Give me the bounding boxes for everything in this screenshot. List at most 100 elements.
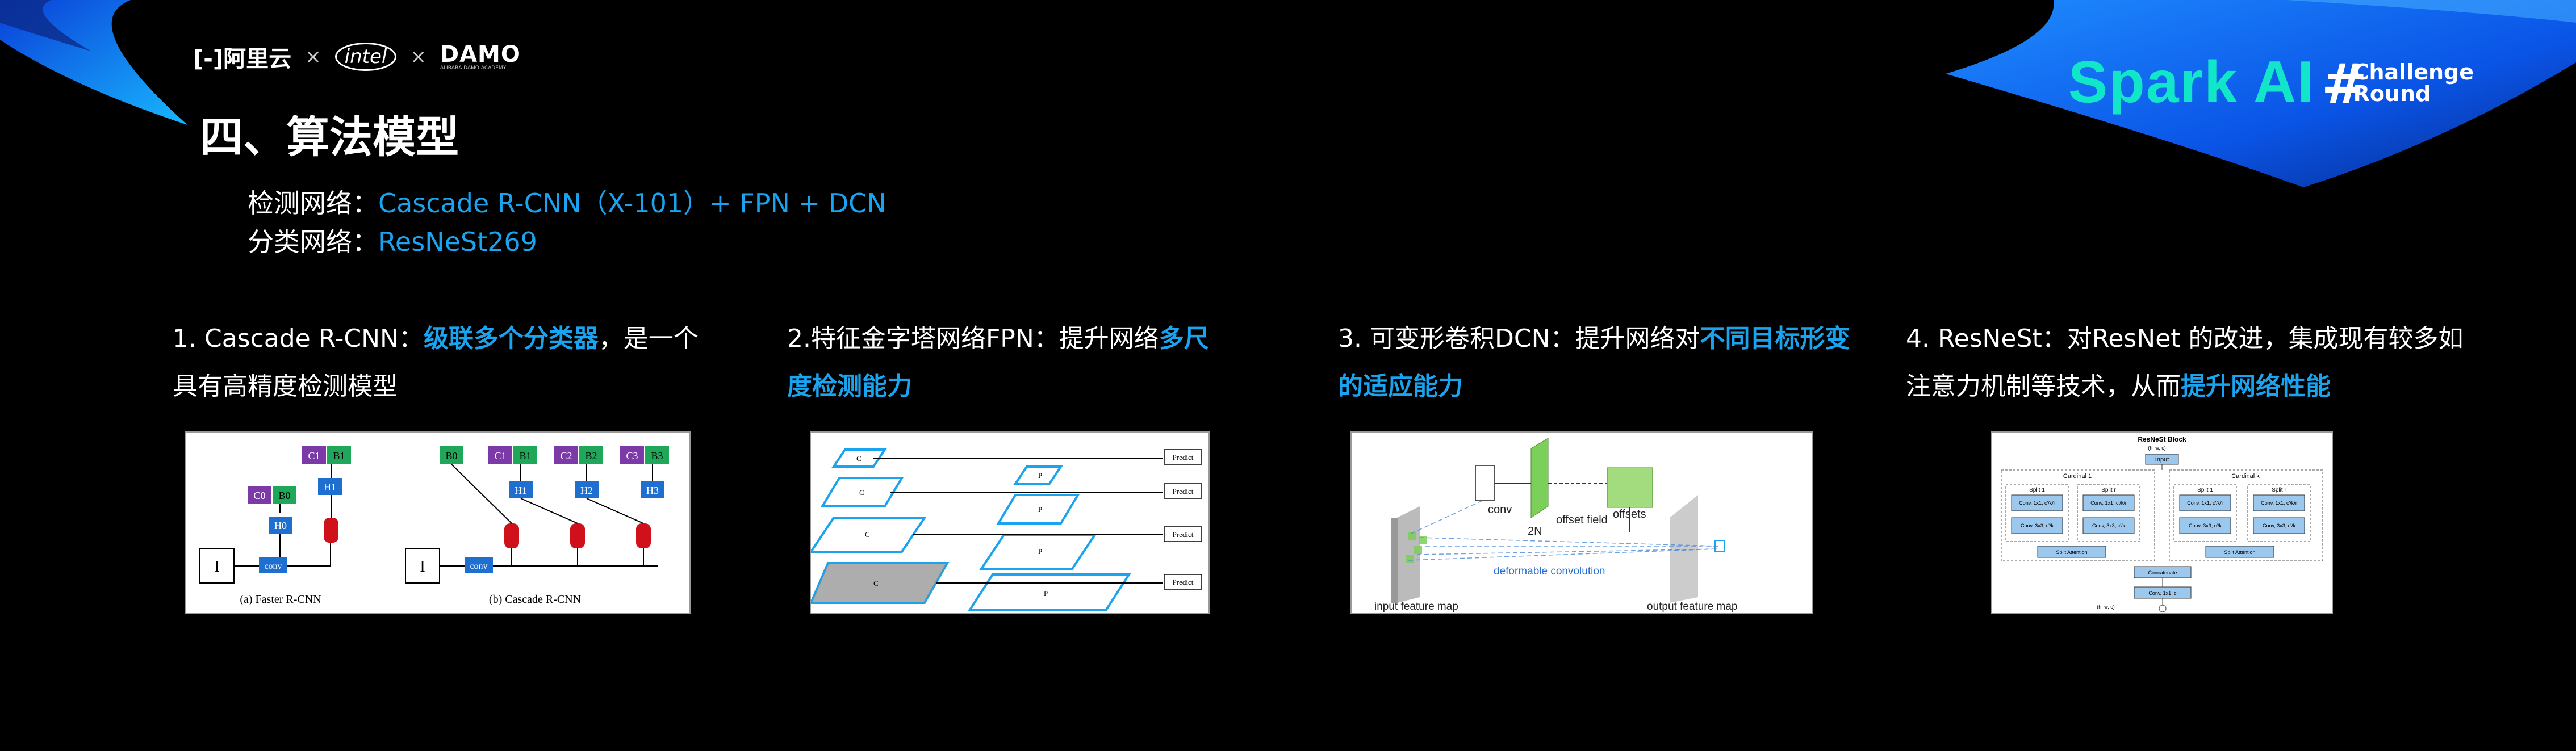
fpn-description: 2.特征金字塔网络FPN：提升网络多尺度检测能力 (787, 315, 1224, 410)
p-level-label: P (1044, 589, 1048, 598)
partner-logos: [-]阿里云 × intel × DAMO ALIBABA DAMO ACADE… (193, 40, 521, 74)
conv3-label: Conv, 3x3, c'/k (2189, 523, 2222, 528)
output-feature-map-label: output feature map (1647, 601, 1738, 612)
c-level-label: C (856, 454, 862, 463)
input-label: Input (2155, 456, 2169, 463)
c-level-label: C (859, 488, 864, 497)
p-level-label: P (1038, 505, 1042, 514)
h3-label: H3 (646, 485, 659, 496)
column-text-tail: ，是一个具有高精度检测模型 (173, 324, 699, 401)
split-r-label: Split r (2101, 487, 2116, 493)
conv1-label: Conv, 1x1, c'/k/r (2187, 500, 2223, 506)
challenge-round-label: Challenge Round (2353, 61, 2474, 104)
conv-out-label: Conv, 1x1, c (2148, 590, 2177, 596)
dims-label: (h, w, c) (2148, 445, 2166, 451)
conv-label: conv (470, 561, 487, 571)
c0-label: C0 (253, 490, 265, 501)
split-r-label: Split r (2272, 487, 2286, 493)
detection-label: 检测网络： (248, 188, 378, 219)
split-1-label: Split 1 (2197, 487, 2213, 493)
split-attention-label: Split Attention (2224, 549, 2255, 555)
offset-field-label: offset field (1556, 514, 1608, 526)
conv3-label: Conv, 3x3, c'/k (2021, 523, 2054, 528)
column-text: 1. Cascade R-CNN： (173, 324, 424, 353)
column-text: 3. 可变形卷积DCN：提升网络对 (1338, 324, 1700, 353)
resnest-figure: ResNeSt Block Input Cardinal 1 Cardinal … (1991, 431, 2333, 614)
cardinal-k-label: Cardinal k (2231, 473, 2260, 480)
predict-label: Predict (1173, 530, 1194, 539)
aliyun-logo-text: 阿里云 (223, 46, 292, 72)
c3-label: C3 (626, 450, 638, 461)
round-text: Round (2353, 81, 2431, 106)
dcn-description: 3. 可变形卷积DCN：提升网络对不同目标形变的适应能力 (1338, 315, 1860, 410)
faster-rcnn-caption: (a) Faster R-CNN (240, 593, 321, 606)
conv-label: conv (264, 561, 282, 571)
column-highlight: 不同目标形变的适应能力 (1338, 324, 1850, 401)
detection-value: Cascade R-CNN（X-101）+ FPN + DCN (378, 188, 886, 219)
c1-label: C1 (494, 450, 506, 461)
page-title: 四、算法模型 (200, 112, 459, 162)
damo-logo: DAMO ALIBABA DAMO ACADEMY (440, 43, 521, 71)
input-label: I (214, 558, 219, 576)
classification-value: ResNeSt269 (378, 226, 537, 257)
corner-decoration-left (0, 0, 187, 125)
split-attention-label: Split Attention (2056, 549, 2087, 555)
cascade-rcnn-caption: (b) Cascade R-CNN (489, 593, 581, 606)
input-label: I (420, 558, 425, 576)
predict-label: Predict (1173, 487, 1194, 496)
b1-label: B1 (519, 450, 531, 461)
conv1-label: Conv, 1x1, c'/k/r (2019, 500, 2055, 506)
deformable-convolution-label: deformable convolution (1494, 565, 1605, 577)
corner-decoration-right (1946, 0, 2576, 187)
damo-logo-subtitle: ALIBABA DAMO ACADEMY (440, 65, 507, 71)
h0-label: H0 (274, 520, 287, 531)
classification-label: 分类网络： (248, 226, 378, 257)
c-level-label: C (873, 579, 879, 588)
two-n-label: 2N (1528, 525, 1542, 538)
conv1-label: Conv, 1x1, c'/k/r (2261, 500, 2297, 506)
column-highlight: 提升网络性能 (2181, 372, 2331, 401)
b2-label: B2 (585, 450, 597, 461)
cardinal-1-label: Cardinal 1 (2063, 473, 2092, 480)
resnest-block-title: ResNeSt Block (2138, 435, 2186, 443)
conv1-label: Conv, 1x1, c'/k/r (2090, 500, 2127, 506)
logo-separator: × (410, 45, 426, 68)
b1-label: B1 (333, 450, 345, 461)
aliyun-logo: [-]阿里云 (193, 40, 291, 73)
input-feature-map-label: input feature map (1374, 601, 1458, 612)
p-level-label: P (1038, 547, 1042, 556)
fpn-figure: C C C C P P P P Predict Predict Predict … (810, 431, 1210, 614)
h1-label: H1 (515, 485, 527, 496)
conv3-label: Conv, 3x3, c'/k (2263, 523, 2296, 528)
h1-label: H1 (324, 481, 336, 493)
column-text: 4. ResNeSt：对ResNet 的改进，集成现有较多如注意力机制等技术，从… (1906, 324, 2464, 401)
conv3-label: Conv, 3x3, c'/k (2092, 523, 2126, 528)
predict-label: Predict (1173, 453, 1194, 461)
damo-logo-text: DAMO (440, 41, 521, 68)
h2-label: H2 (580, 485, 593, 496)
column-text: 2.特征金字塔网络FPN：提升网络 (787, 324, 1159, 353)
b0-label: B0 (445, 450, 457, 461)
spark-ai-brand: Spark AI (2068, 49, 2315, 115)
cascade-rcnn-description: 1. Cascade R-CNN：级联多个分类器，是一个具有高精度检测模型 (173, 315, 718, 410)
conv-label: conv (1488, 504, 1512, 516)
c2-label: C2 (560, 450, 572, 461)
b0-label: B0 (278, 490, 290, 501)
detection-network-line: 检测网络：Cascade R-CNN（X-101）+ FPN + DCN (248, 183, 886, 220)
resnest-description: 4. ResNeSt：对ResNet 的改进，集成现有较多如注意力机制等技术，从… (1906, 315, 2485, 410)
split-1-label: Split 1 (2029, 487, 2045, 493)
dims-label: (h, w, c) (2097, 604, 2115, 610)
b3-label: B3 (651, 450, 663, 461)
column-highlight: 级联多个分类器 (423, 324, 599, 353)
p-level-label: P (1038, 471, 1042, 480)
c1-label: C1 (308, 450, 320, 461)
classification-network-line: 分类网络：ResNeSt269 (248, 221, 537, 259)
hashtag-icon: # (2321, 52, 2367, 116)
logo-separator: × (305, 45, 321, 68)
cascade-rcnn-figure: conv conv I I C0 B0 H0 C1 B1 H1 B0 C1 B1… (185, 431, 691, 614)
concatenate-label: Concatenate (2148, 570, 2177, 576)
column-highlight: 多尺度检测能力 (787, 324, 1209, 401)
predict-label: Predict (1173, 578, 1194, 586)
dcn-figure: conv 2N offset field offsets deformable … (1350, 431, 1813, 614)
c-level-label: C (865, 530, 870, 539)
